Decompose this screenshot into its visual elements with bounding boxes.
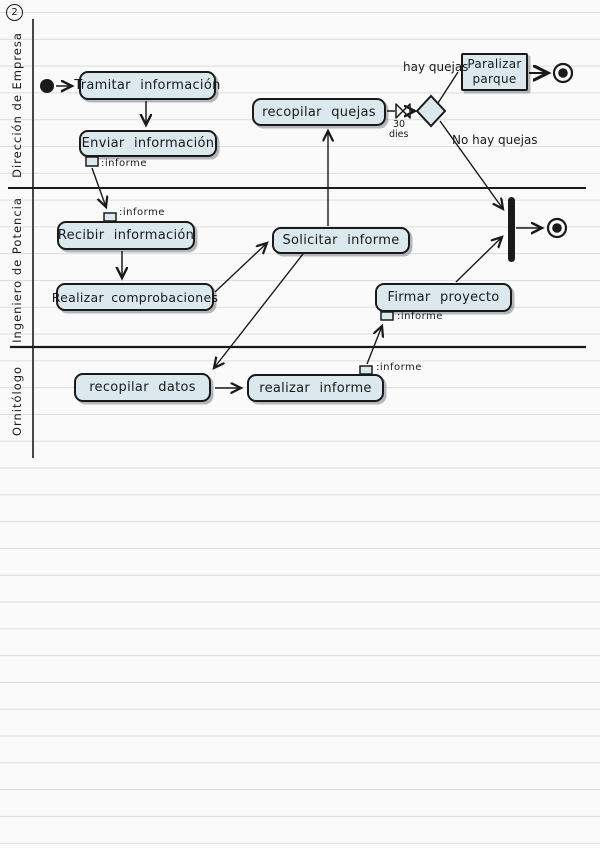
timer-label-dies: dies [389, 129, 409, 140]
object-pin-realizar-informe [359, 365, 373, 375]
pin-label-informe-recibir: :informe [119, 207, 165, 218]
activity-realizar-comprobaciones: Realizar comprobaciones [52, 283, 218, 311]
flow-comprobaciones-to-solicitar [214, 243, 267, 293]
final-node-2-inner [552, 223, 562, 233]
activity-recopilar-quejas: recopilar quejas [252, 98, 386, 126]
activity-solicitar-informe: Solicitar informe [272, 227, 410, 254]
flow-solicitar-to-recopilar-datos [214, 253, 304, 368]
pin-label-informe-realizar: :informe [376, 362, 422, 373]
object-pin-recibir [103, 212, 117, 222]
flow-firmar-to-join [455, 237, 502, 283]
pin-label-informe-firmar: :informe [397, 311, 443, 322]
activity-paralizar-parque-line2: parque [472, 72, 517, 86]
activity-enviar-informacion: Enviar información [79, 130, 217, 157]
flow-decision-to-join [439, 120, 503, 209]
activity-tramitar-informacion: Tramitar información [74, 71, 220, 100]
object-pin-enviar [85, 156, 99, 167]
activity-recibir-informacion: Recibir información [57, 221, 195, 250]
join-bar [508, 197, 515, 262]
activity-paralizar-parque-line1: Paralizar [467, 57, 522, 71]
activity-firmar-proyecto: Firmar proyecto [375, 283, 512, 312]
page-number-badge: 2 [6, 4, 23, 21]
flow-realizar-pin-to-firmar-pin [366, 326, 382, 365]
activity-realizar-informe: realizar informe [247, 374, 384, 402]
pin-label-informe-enviar: :informe [101, 158, 147, 169]
guard-label-hay-quejas: hay quejas [403, 60, 469, 74]
activity-recopilar-datos: recopilar datos [74, 373, 211, 402]
guard-label-no-hay-quejas: No hay quejas [452, 133, 538, 147]
initial-node [40, 79, 54, 93]
flow-decision-to-paralizar [437, 71, 459, 104]
object-pin-firmar [380, 311, 394, 321]
activity-paralizar-parque: Paralizar parque [461, 53, 528, 91]
timer-label-30: 30 [393, 119, 406, 130]
final-node-1-inner [558, 68, 568, 78]
flow-enviar-pin-to-recibir-pin [91, 167, 106, 207]
time-event-icon [395, 103, 411, 119]
decision-node [415, 94, 447, 128]
